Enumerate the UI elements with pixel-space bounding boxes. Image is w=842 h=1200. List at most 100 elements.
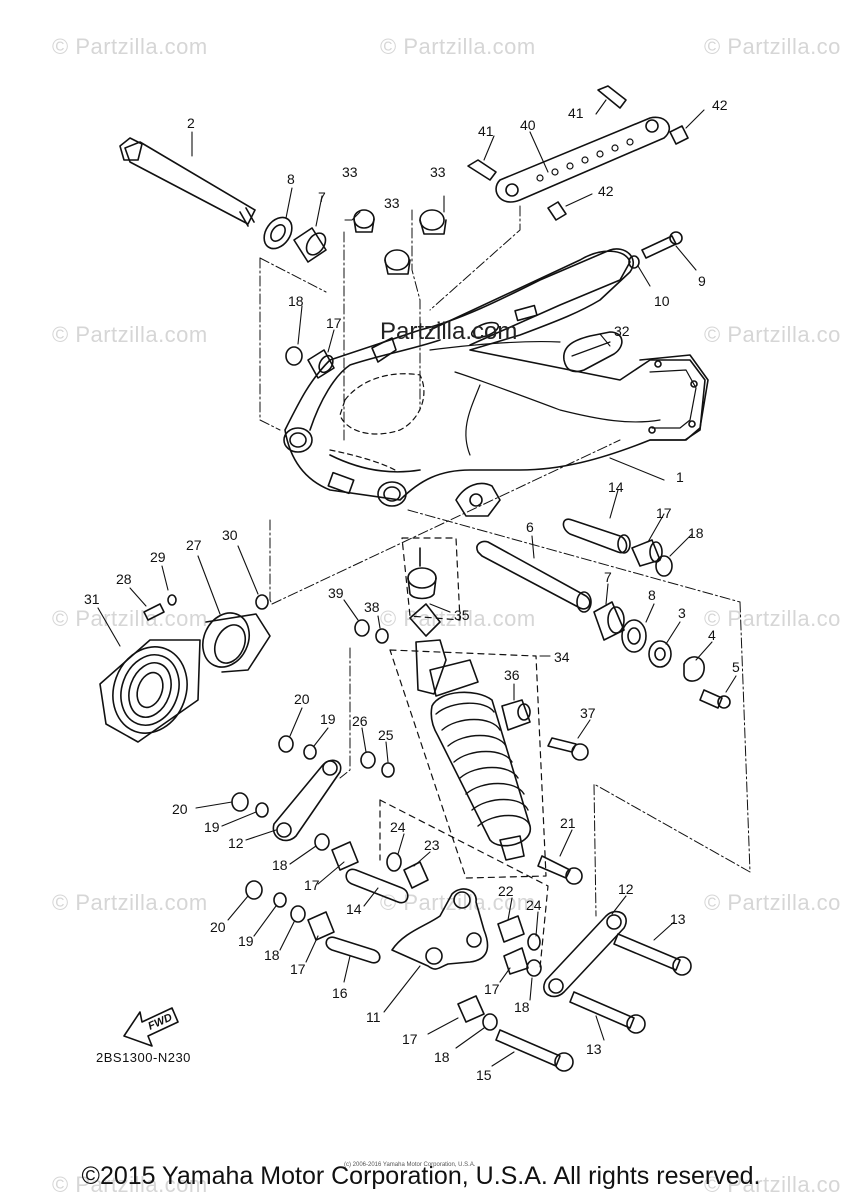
watermark: © Partzilla.com	[704, 322, 842, 347]
callout-36: 36	[504, 667, 520, 683]
callout-42: 42	[598, 183, 614, 199]
watermark: © Partzilla.com	[52, 34, 208, 59]
bolt-9	[641, 231, 683, 259]
callout-23: 23	[424, 837, 440, 853]
watermark: © Partzilla.com	[52, 1172, 208, 1197]
chain-guide-32	[563, 331, 623, 373]
callout-24: 24	[390, 819, 406, 835]
collar-16	[325, 936, 381, 964]
callout-14: 14	[608, 479, 624, 495]
callout-6: 6	[526, 519, 534, 535]
shock-bracket-outline	[389, 537, 547, 879]
callout-4: 4	[708, 627, 716, 643]
washer-38	[375, 628, 389, 644]
callout-15: 15	[476, 1067, 492, 1083]
bolt-13-lower	[569, 991, 646, 1034]
watermark: © Partzilla.com	[52, 890, 208, 915]
callout-25: 25	[378, 727, 394, 743]
callout-22: 22	[498, 883, 514, 899]
callout-19: 19	[204, 819, 220, 835]
callout-32: 32	[614, 323, 630, 339]
callout-38: 38	[364, 599, 380, 615]
bolt-21	[537, 855, 583, 885]
bearing-7-right	[593, 601, 625, 641]
callout-17: 17	[290, 961, 306, 977]
nut-3	[648, 640, 672, 668]
callout-27: 27	[186, 537, 202, 553]
watermark: © Partzilla.com	[704, 1172, 842, 1197]
fwd-arrow-icon	[123, 1007, 179, 1047]
washer-10	[628, 255, 640, 269]
copyright-footer: ©2015 Yamaha Motor Corporation, U.S.A. A…	[81, 1162, 761, 1190]
seal-8-right	[621, 619, 647, 653]
callout-13: 13	[586, 1041, 602, 1057]
callout-30: 30	[222, 527, 238, 543]
callout-20: 20	[294, 691, 310, 707]
callout-33: 33	[342, 164, 358, 180]
link-bracket-outline	[379, 799, 549, 969]
callout-37: 37	[580, 705, 596, 721]
callout-9: 9	[698, 273, 706, 289]
watermark: © Partzilla.com	[380, 34, 536, 59]
callout-10: 10	[654, 293, 670, 309]
watermark: © Partzilla.com	[704, 890, 842, 915]
callout-8: 8	[648, 587, 656, 603]
nut-39	[354, 619, 370, 637]
callout-7: 7	[318, 189, 326, 205]
collar-36	[501, 699, 531, 731]
shaft-6	[476, 540, 592, 613]
callout-18: 18	[688, 525, 704, 541]
callout-1: 1	[676, 469, 684, 485]
collar-14-lower	[345, 868, 409, 904]
screw-28	[143, 603, 165, 621]
pivot-seal	[263, 216, 293, 250]
watermark: © Partzilla.com	[704, 606, 842, 631]
watermark: © Partzilla.com	[52, 322, 208, 347]
callout-24: 24	[526, 897, 542, 913]
callout-26: 26	[352, 713, 368, 729]
watermark: © Partzilla.com	[52, 606, 208, 631]
callout-42: 42	[712, 97, 728, 113]
bearing-17	[307, 349, 335, 379]
pivot-shaft	[119, 137, 256, 227]
relay-arm-11	[391, 888, 489, 970]
callout-5: 5	[732, 659, 740, 675]
washer-29	[167, 594, 177, 606]
callout-2: 2	[187, 115, 195, 131]
callout-33: 33	[430, 164, 446, 180]
callout-8: 8	[287, 171, 295, 187]
bearing-17-right	[631, 539, 663, 567]
callout-17: 17	[402, 1031, 418, 1047]
callout-41: 41	[478, 123, 494, 139]
pivot-bearing	[293, 227, 327, 263]
rear-shock	[407, 547, 531, 861]
callout-18: 18	[434, 1049, 450, 1065]
lockwasher-4	[683, 656, 705, 682]
callout-29: 29	[150, 549, 166, 565]
alignment-lines	[259, 205, 751, 917]
callout-12: 12	[228, 835, 244, 851]
bolt-5	[699, 689, 731, 709]
callout-19: 19	[320, 711, 336, 727]
callout-17: 17	[656, 505, 672, 521]
boot-31	[99, 639, 201, 743]
collar-18-right	[655, 555, 673, 577]
collar-14	[562, 518, 631, 554]
callout-40: 40	[520, 117, 536, 133]
watermark: © Partzilla.com	[704, 34, 842, 59]
callout-31: 31	[84, 591, 100, 607]
callout-12: 12	[618, 881, 634, 897]
callout-labels: 2 8 7 33 33 33 41 40 41 42 42 9 10 18 17…	[84, 97, 740, 1083]
link-12-right	[543, 910, 627, 998]
callout-34: 34	[554, 649, 570, 665]
callout-13: 13	[670, 911, 686, 927]
callout-33: 33	[384, 195, 400, 211]
callout-11: 11	[366, 1009, 381, 1025]
tiny-notice: (c) 2006-2016 Yamaha Motor Corporation, …	[344, 1162, 476, 1168]
bolt-15	[495, 1029, 574, 1072]
callout-20: 20	[210, 919, 226, 935]
callout-18: 18	[514, 999, 530, 1015]
callout-21: 21	[560, 815, 576, 831]
